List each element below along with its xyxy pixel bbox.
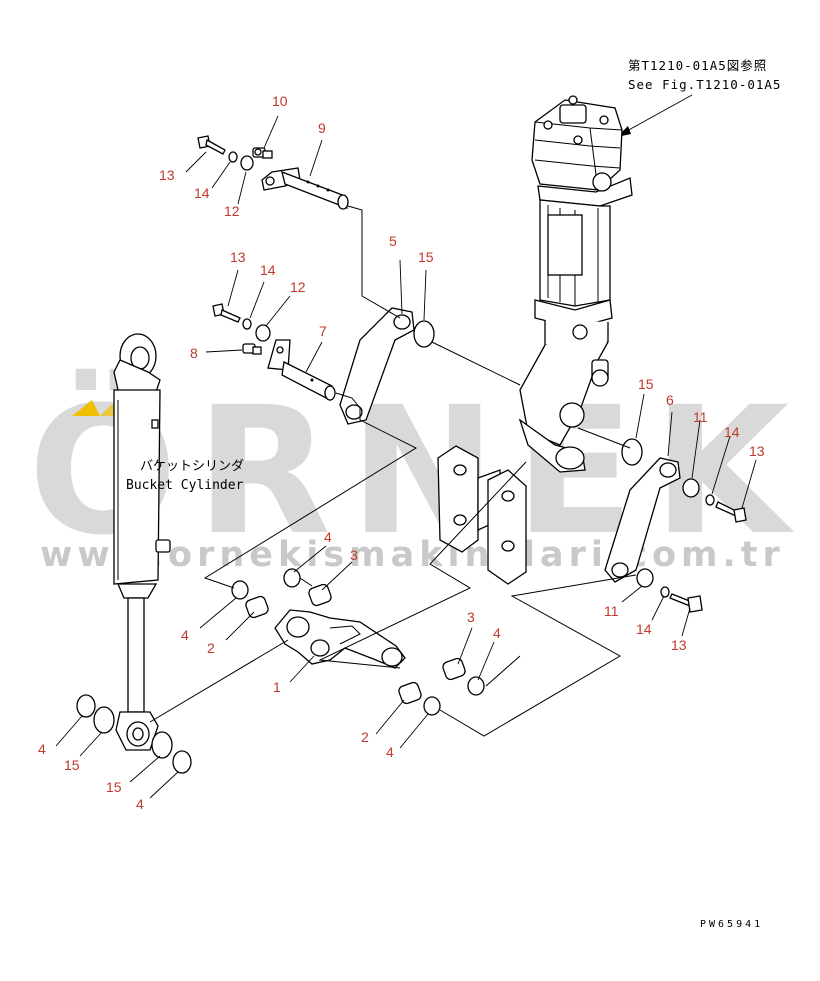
grease-fitting-8 bbox=[242, 343, 262, 355]
callout-13-top: 13 bbox=[159, 167, 175, 183]
callout-2-left: 2 bbox=[207, 640, 215, 656]
lever-part-1 bbox=[274, 609, 406, 669]
callout-4-right: 4 bbox=[493, 625, 501, 641]
callout-3-right: 3 bbox=[467, 609, 475, 625]
watermark-accent-left bbox=[72, 400, 100, 416]
grease-fitting-10 bbox=[252, 147, 273, 159]
callout-13-mid: 13 bbox=[230, 249, 246, 265]
washer-15-right bbox=[621, 438, 643, 466]
bushings bbox=[231, 568, 485, 716]
callout-12-top: 12 bbox=[224, 203, 240, 219]
callout-13-lower: 13 bbox=[671, 637, 687, 653]
washer-15-upper bbox=[413, 320, 435, 348]
callout-2-right: 2 bbox=[361, 729, 369, 745]
callout-4-cyl-left: 4 bbox=[38, 741, 46, 757]
callout-numbers: 10 9 13 14 12 13 14 12 8 7 5 15 15 6 11 … bbox=[38, 93, 765, 812]
callout-11-upper: 11 bbox=[693, 409, 708, 425]
callout-14-right: 14 bbox=[724, 424, 740, 440]
callout-4-bottom: 4 bbox=[386, 744, 394, 760]
link-part-6 bbox=[604, 457, 681, 583]
reference-arrow-line bbox=[624, 94, 693, 133]
drawing-code: PW65941 bbox=[700, 919, 763, 930]
reference-line-en: See Fig.T1210-01A5 bbox=[628, 77, 781, 92]
callout-5: 5 bbox=[389, 233, 397, 249]
washer-4-rod-right bbox=[172, 750, 192, 774]
callout-15-right: 15 bbox=[638, 376, 654, 392]
callout-8: 8 bbox=[190, 345, 198, 361]
callout-11-lower: 11 bbox=[604, 603, 619, 619]
bucket-cylinder bbox=[113, 333, 171, 751]
callout-15-cyl-left: 15 bbox=[64, 757, 80, 773]
callout-14-lower: 14 bbox=[636, 621, 652, 637]
assembly-lines bbox=[149, 205, 637, 737]
pin-part-7 bbox=[267, 339, 336, 402]
bolt-set-right-upper bbox=[705, 494, 747, 523]
reference-note: 第T1210-01A5図参照 See Fig.T1210-01A5 bbox=[617, 58, 781, 137]
pin-part-9 bbox=[261, 167, 349, 210]
callout-10: 10 bbox=[272, 93, 288, 109]
washer-15-rod-left bbox=[93, 706, 115, 734]
callout-14-mid: 14 bbox=[260, 262, 276, 278]
callout-1: 1 bbox=[273, 679, 281, 695]
washer-11-upper bbox=[682, 478, 700, 498]
callout-6: 6 bbox=[666, 392, 674, 408]
callout-15-top: 15 bbox=[418, 249, 434, 265]
washer-15-rod-right bbox=[151, 731, 173, 759]
bolt-set-middle bbox=[212, 303, 271, 342]
callout-15-cyl-right: 15 bbox=[106, 779, 122, 795]
callout-14-top: 14 bbox=[194, 185, 210, 201]
callout-4-cyl-right: 4 bbox=[136, 796, 144, 812]
washer-11-lower bbox=[636, 568, 654, 588]
callout-4-upper: 4 bbox=[324, 529, 332, 545]
reference-line-jp: 第T1210-01A5図参照 bbox=[628, 58, 767, 73]
leader-lines bbox=[55, 115, 757, 799]
bolt-set-right-lower bbox=[660, 586, 703, 613]
callout-3-upper: 3 bbox=[350, 547, 358, 563]
cylinder-label-jp: バケットシリンダ bbox=[140, 459, 244, 474]
callout-4-left: 4 bbox=[181, 627, 189, 643]
cylinder-label-en: Bucket Cylinder bbox=[126, 478, 244, 493]
callout-13-right: 13 bbox=[749, 443, 765, 459]
callout-12-mid: 12 bbox=[290, 279, 306, 295]
cylinder-label: バケットシリンダ Bucket Cylinder bbox=[126, 459, 244, 493]
callout-9: 9 bbox=[318, 120, 326, 136]
bolt-set-top bbox=[197, 135, 254, 171]
callout-7: 7 bbox=[319, 323, 327, 339]
control-valve-assembly bbox=[518, 95, 633, 473]
washer-4-rod-left bbox=[76, 694, 96, 718]
